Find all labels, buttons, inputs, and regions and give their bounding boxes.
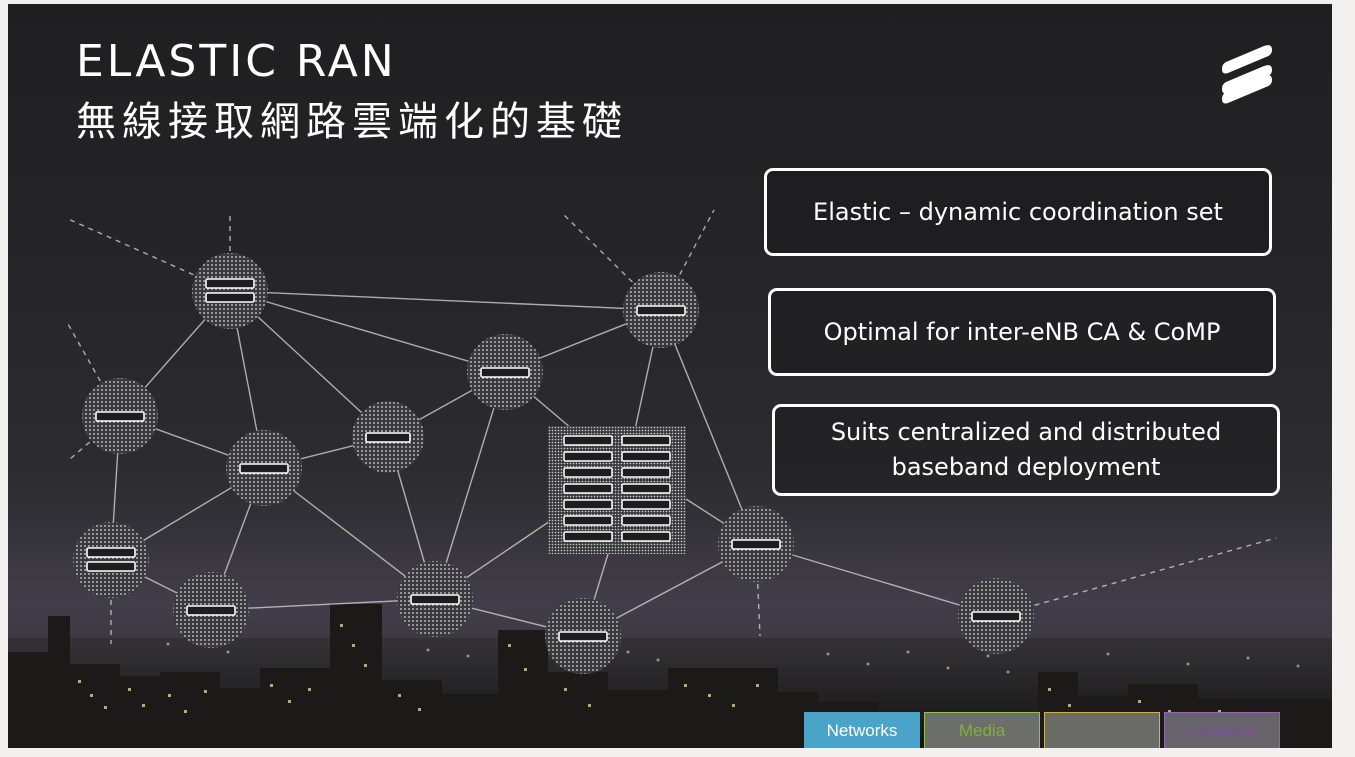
feature-box-optimal: Optimal for inter-eNB CA & CoMP [768, 288, 1276, 376]
tab-media[interactable]: Media [924, 712, 1040, 748]
server-rack-icon [548, 426, 686, 554]
slide: ELASTIC RAN 無線接取網路雲端化的基礎 Elastic – dynam… [8, 4, 1332, 748]
tab-cloud[interactable] [1044, 712, 1160, 748]
city-skyline-image [8, 604, 1332, 748]
baseband-node-icon [467, 334, 543, 410]
feature-box-elastic: Elastic – dynamic coordination set [764, 168, 1272, 256]
network-diagram [65, 209, 1277, 674]
baseband-node-icon [623, 272, 699, 348]
baseband-node-icon [352, 401, 424, 473]
baseband-node-icon [192, 253, 268, 329]
feature-text: Elastic – dynamic coordination set [813, 197, 1223, 226]
category-tabs: Networks Media Industries [804, 712, 1280, 748]
baseband-node-icon [718, 506, 794, 582]
tab-industries[interactable]: Industries [1164, 712, 1280, 748]
feature-box-deployment: Suits centralized and distributed baseba… [772, 404, 1280, 496]
baseband-node-icon [173, 572, 249, 648]
ericsson-logo-icon [1222, 45, 1272, 104]
tab-networks[interactable]: Networks [804, 712, 920, 748]
baseband-node-icon [226, 430, 302, 506]
feature-text: Optimal for inter-eNB CA & CoMP [823, 317, 1221, 346]
baseband-node-icon [958, 578, 1034, 654]
baseband-node-icon [545, 598, 621, 674]
baseband-node-icon [73, 522, 149, 598]
slide-title: ELASTIC RAN [76, 36, 397, 87]
slide-subtitle: 無線接取網路雲端化的基礎 [76, 99, 628, 145]
baseband-node-icon [82, 378, 158, 454]
baseband-node-icon [397, 561, 473, 637]
feature-text: Suits centralized and distributed baseba… [830, 418, 1222, 481]
